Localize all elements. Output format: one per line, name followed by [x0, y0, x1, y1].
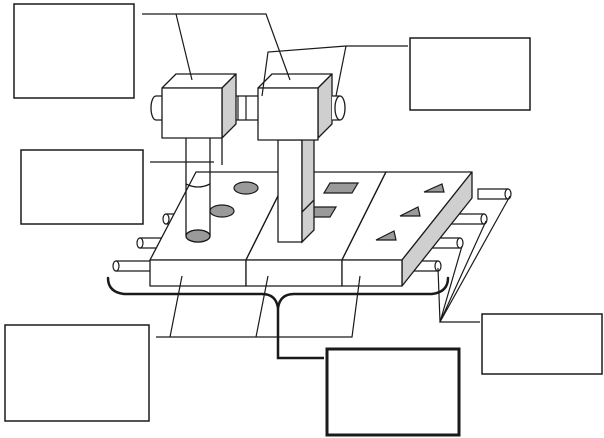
leader-bottom-left [156, 275, 361, 338]
label-box-top-left [13, 3, 135, 99]
circle-cutout-1 [233, 181, 259, 195]
slider-bar-1-front [149, 259, 247, 287]
rod-front-1 [115, 260, 153, 272]
label-box-bottom-right [481, 313, 603, 375]
knob-right [334, 95, 346, 121]
leader-bottom-center [276, 308, 324, 360]
probe-right-front [277, 139, 303, 243]
sensor-head-left [150, 73, 237, 139]
leader-top-left [142, 13, 291, 81]
cutouts-triangles [375, 183, 445, 241]
sensor-head-right [257, 73, 346, 141]
circle-cutout-2 [209, 204, 235, 218]
leader-lines [142, 13, 511, 360]
probe-right [277, 126, 315, 244]
slider-bar-2-front [245, 259, 343, 287]
triangle-cutout-3 [375, 230, 397, 241]
label-box-top-right [409, 37, 531, 111]
triangle-cutout-1 [423, 183, 445, 193]
triangle-cutout-2 [399, 206, 421, 217]
square-cutout-1 [322, 182, 360, 194]
leader-top-right [261, 45, 408, 97]
leader-bottom-right [437, 195, 511, 323]
label-box-bottom-left [4, 324, 150, 422]
probe-right-side [301, 126, 315, 244]
label-box-mid-left [20, 149, 144, 225]
rod-back-4 [477, 188, 509, 200]
label-box-bottom-center [325, 347, 461, 437]
slider-bar-3-front [341, 259, 403, 287]
probe-left-tip [185, 229, 211, 243]
